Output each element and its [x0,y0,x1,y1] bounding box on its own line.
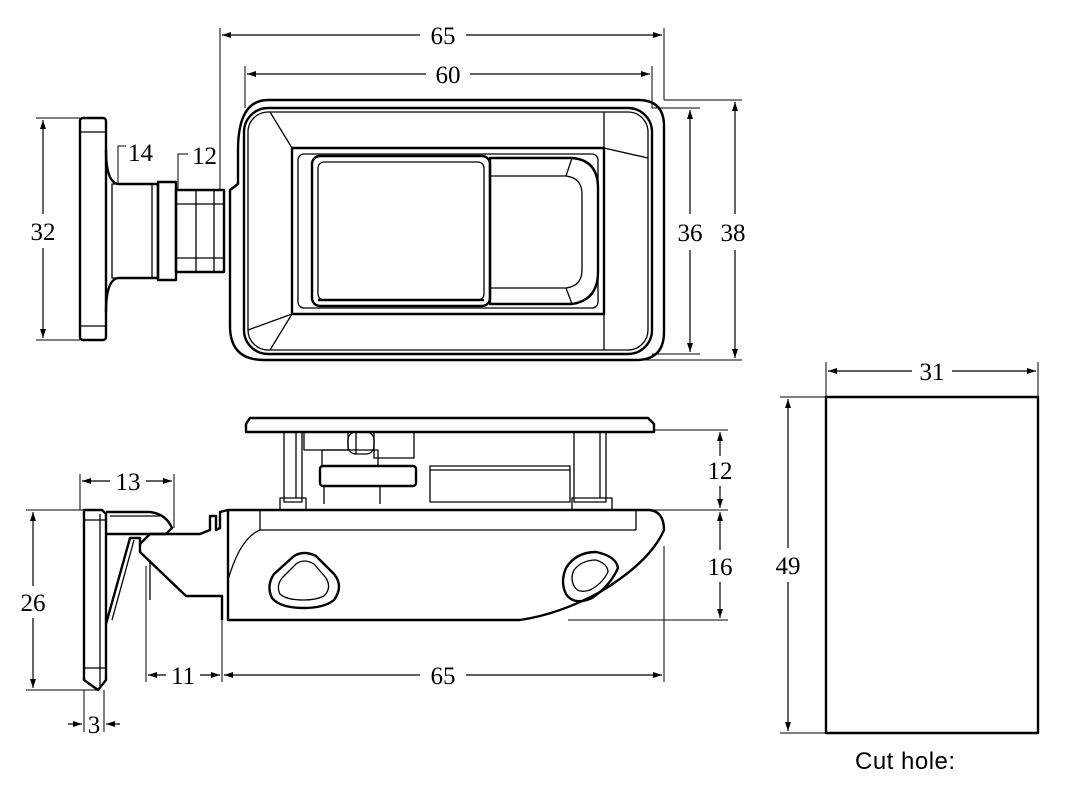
dim-label-49: 49 [776,553,801,580]
dim-label-3: 3 [88,712,101,739]
dim-label-32: 32 [31,219,56,246]
dim-label-26: 26 [21,590,46,617]
dim-label-65-top: 65 [431,23,456,50]
dim-label-60: 60 [436,62,461,89]
dim-side-11-65: 11 65 [145,566,662,690]
side-view: 12 16 13 26 [21,416,733,739]
dim-side-16: 16 [568,512,733,682]
cut-hole-view: 31 49 Cut hole: [776,359,1040,775]
cut-hole-rect [824,395,1040,735]
dim-label-38: 38 [721,220,746,247]
dim-label-16: 16 [708,554,733,581]
dim-body-36: 36 [652,107,703,355]
top-view-bezel-plate [78,116,226,342]
side-view-mechanism [279,431,613,511]
dim-bezel-32: 32 [31,117,80,341]
side-button-left [268,551,341,610]
dim-label-13: 13 [116,469,141,496]
dim-side-12: 12 [650,429,733,511]
dim-side-13: 13 [79,469,175,528]
top-view-body [228,98,666,362]
dim-top-65: 65 [219,23,665,190]
top-view: 65 60 32 14 12 [31,23,746,362]
dim-side-26: 26 [21,509,98,691]
dim-label-12-top: 12 [192,143,217,170]
dim-label-31: 31 [920,359,945,386]
dim-top-60: 60 [244,62,653,108]
side-view-body [82,508,666,692]
dim-body-38: 38 [636,99,746,361]
dim-label-36: 36 [678,220,703,247]
cut-hole-caption: Cut hole: [855,748,956,775]
dim-stem: 14 12 [117,140,217,190]
side-button-right [561,550,620,603]
dim-label-11: 11 [171,663,195,690]
dim-side-3: 3 [68,690,120,739]
dim-label-12-side: 12 [708,458,733,485]
dim-label-14: 14 [128,140,154,167]
dim-label-65-side: 65 [431,663,456,690]
